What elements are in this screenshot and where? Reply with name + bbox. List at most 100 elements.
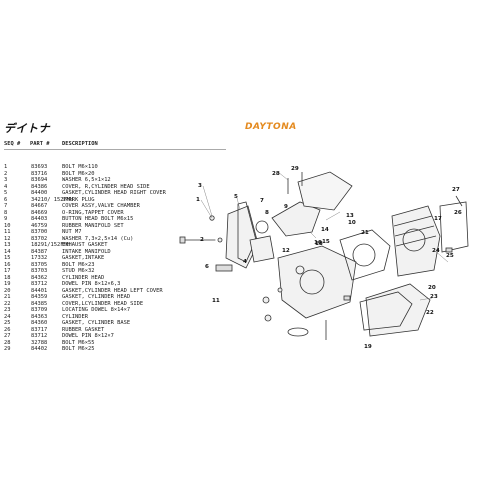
parts-seq-cell: 22: [4, 300, 11, 307]
cylinder-fin-1: [393, 215, 433, 227]
parts-part-cell: 83712: [31, 333, 48, 339]
header-divider: [4, 149, 226, 150]
parts-row: 26 83717 RUBBER GASKET: [4, 327, 234, 334]
parts-part-cell: 84359: [31, 294, 48, 300]
parts-seq-cell: 25: [4, 320, 11, 326]
bolt-27-shape: [455, 195, 463, 207]
parts-desc-cell: RUBBER GASKET: [62, 326, 105, 333]
parts-part-cell: 84667: [31, 203, 48, 209]
parts-seq-cell: 28: [4, 339, 11, 346]
parts-seq-cell: 17: [4, 268, 11, 274]
callout-28: 28: [272, 171, 280, 177]
callout-7: 7: [260, 198, 264, 204]
parts-seq-cell: 2: [4, 170, 8, 177]
parts-part-cell: 32788: [31, 339, 48, 346]
parts-part-cell: 84385: [31, 300, 48, 307]
cylinder-head-shape: [277, 245, 357, 319]
parts-part-cell: 17332: [31, 255, 48, 261]
parts-desc-cell: BOLT M6×110: [62, 164, 98, 170]
callout-4: 4: [243, 259, 247, 265]
intake-manifold-shape: [271, 201, 321, 237]
valve-chamber-cover-shape: [249, 235, 275, 263]
cylinder-bore-shape: [402, 228, 426, 252]
callout-11: 11: [212, 298, 220, 304]
parts-row: 2 83716 BOLT M6×20: [4, 171, 234, 178]
cylinder-head-stud-hole: [295, 265, 305, 275]
parts-desc-cell: BOLT M6×25: [62, 346, 95, 352]
callout-19: 19: [364, 344, 372, 350]
long-bolt-head-shape: [179, 236, 186, 244]
parts-seq-cell: 26: [4, 326, 11, 333]
callout-29: 29: [291, 166, 299, 172]
parts-part-cell: 46759: [31, 222, 48, 229]
parts-desc-cell: GASKET, CYLINDER BASE: [62, 320, 131, 326]
parts-desc-cell: INTAKE MANIFOLD: [62, 248, 111, 255]
brand-logo-japanese: デイトナ: [4, 122, 50, 135]
parts-part-cell: 83705: [31, 261, 48, 268]
parts-desc-cell: BOLT M6×20: [62, 170, 95, 177]
parts-desc-cell: CYLINDER HEAD: [62, 274, 105, 281]
left-cover-gasket-shape: [359, 291, 413, 331]
parts-desc-cell: GASKET, CYLINDER HEAD: [62, 294, 131, 300]
parts-row: 29 84402 BOLT M6×25: [4, 346, 234, 353]
parts-seq-cell: 8: [4, 209, 8, 216]
parts-seq-cell: 19: [4, 281, 11, 287]
parts-row: 25 84360 GASKET, CYLINDER BASE: [4, 320, 234, 327]
parts-desc-cell: COVER ASSY,VALVE CHAMBER: [62, 203, 140, 209]
callout-14: 14: [321, 227, 329, 233]
parts-seq-cell: 9: [4, 216, 8, 222]
parts-desc-cell: RUBBER MANIFOLD SET: [62, 222, 124, 229]
head-gasket-shape: [339, 229, 391, 281]
parts-desc-cell: EXHAUST GASKET: [62, 242, 108, 248]
callout-17: 17: [434, 216, 442, 222]
parts-desc-cell: SPARK PLUG: [62, 196, 95, 203]
callout-22: 22: [426, 310, 434, 316]
parts-seq-cell: 16: [4, 261, 11, 268]
parts-desc-cell: NUT M7: [62, 229, 82, 235]
parts-part-cell: 83694: [31, 177, 48, 183]
exhaust-gasket-shape: [287, 327, 309, 337]
parts-seq-cell: 23: [4, 307, 11, 313]
parts-desc-cell: STUD M6×32: [62, 268, 95, 274]
parts-seq-cell: 14: [4, 248, 11, 255]
nut-shape: [262, 296, 270, 304]
parts-part-cell: 84360: [31, 320, 48, 326]
parts-part-cell: 83717: [31, 326, 48, 333]
parts-part-cell: 84402: [31, 346, 48, 352]
callout-6: 6: [205, 264, 209, 270]
callout-20: 20: [428, 285, 436, 291]
parts-part-cell: 84387: [31, 248, 48, 255]
parts-part-cell: 83700: [31, 229, 48, 235]
callout-5: 5: [234, 194, 238, 200]
cylinder-head-port-shape: [299, 269, 325, 295]
washer-shape-2: [277, 287, 283, 293]
parts-desc-cell: O-RING,TAPPET COVER: [62, 209, 124, 216]
parts-part-cell: 83716: [31, 170, 48, 177]
header-description: DESCRIPTION: [62, 141, 98, 147]
parts-seq-cell: 24: [4, 313, 11, 320]
callout-23: 23: [430, 294, 438, 300]
parts-part-cell: 84400: [31, 190, 48, 196]
parts-seq-cell: 29: [4, 346, 11, 352]
parts-seq-cell: 3: [4, 177, 8, 183]
parts-seq-cell: 27: [4, 333, 11, 339]
dowel-shape: [343, 295, 351, 301]
parts-seq-cell: 4: [4, 183, 8, 190]
parts-part-cell: 84403: [31, 216, 48, 222]
callout-8: 8: [265, 210, 269, 216]
parts-seq-cell: 20: [4, 287, 11, 294]
parts-desc-cell: GASKET,CYLINDER HEAD RIGHT COVER: [62, 190, 166, 196]
parts-seq-cell: 12: [4, 235, 11, 242]
leader-lines: [200, 171, 449, 301]
